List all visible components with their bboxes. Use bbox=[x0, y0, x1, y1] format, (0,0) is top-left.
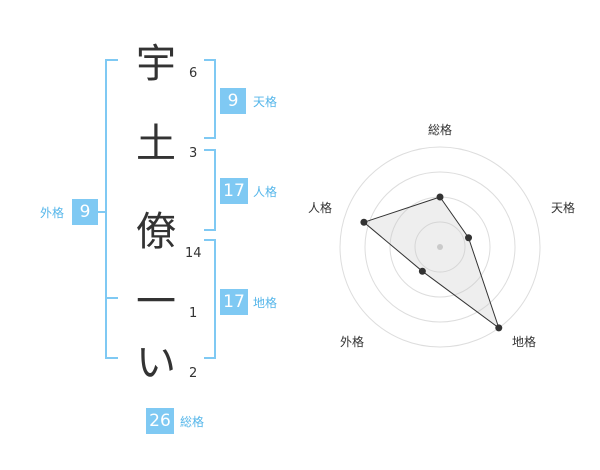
tenkaku-label: 天格 bbox=[253, 95, 278, 109]
radar-point-5 bbox=[360, 218, 368, 226]
name-char-5: い bbox=[136, 340, 176, 386]
radar-ring bbox=[364, 171, 516, 323]
chikaku-value: 17 bbox=[220, 289, 248, 315]
stroke-count-5: 2 bbox=[189, 366, 198, 381]
soukaku-value: 26 bbox=[146, 408, 174, 434]
radar-axis-label-chikaku: 地格 bbox=[512, 335, 537, 349]
stroke-count-2: 3 bbox=[189, 146, 198, 161]
stroke-count-4: 1 bbox=[189, 306, 198, 321]
chikaku-label: 地格 bbox=[253, 296, 278, 310]
stroke-count-1: 6 bbox=[189, 66, 198, 81]
radar-point-1 bbox=[436, 193, 444, 201]
gaikaku-label: 外格 bbox=[40, 206, 65, 220]
radar-axis-label-tenkaku: 天格 bbox=[551, 201, 576, 215]
radar-axis-label-gaikaku: 外格 bbox=[340, 335, 365, 349]
radar-axis-label-jinkaku: 人格 bbox=[308, 201, 333, 215]
soukaku-label: 総格 bbox=[180, 415, 205, 429]
radar-center bbox=[437, 244, 443, 250]
chikaku-bracket bbox=[204, 239, 216, 359]
radar-axis-label-soukaku: 総格 bbox=[428, 123, 453, 137]
stroke-count-3: 14 bbox=[185, 246, 202, 261]
radar-point-3 bbox=[495, 324, 503, 332]
tenkaku-bracket bbox=[204, 59, 216, 139]
radar-point-4 bbox=[418, 267, 426, 275]
name-char-1: 宇 bbox=[136, 41, 176, 87]
jinkaku-value: 17 bbox=[220, 178, 248, 204]
jinkaku-bracket bbox=[204, 149, 216, 231]
name-char-2: 土 bbox=[136, 121, 176, 167]
gaikaku-value: 9 bbox=[72, 199, 98, 225]
radar-point-2 bbox=[465, 234, 473, 242]
radar-ring bbox=[414, 221, 466, 273]
radar-ring bbox=[339, 146, 541, 348]
name-char-4: 一 bbox=[136, 279, 176, 325]
tenkaku-value: 9 bbox=[220, 88, 246, 114]
jinkaku-label: 人格 bbox=[253, 185, 278, 199]
gaikaku-bracket bbox=[105, 59, 118, 359]
name-char-3: 僚 bbox=[136, 209, 176, 255]
radar-polygon bbox=[362, 196, 500, 330]
